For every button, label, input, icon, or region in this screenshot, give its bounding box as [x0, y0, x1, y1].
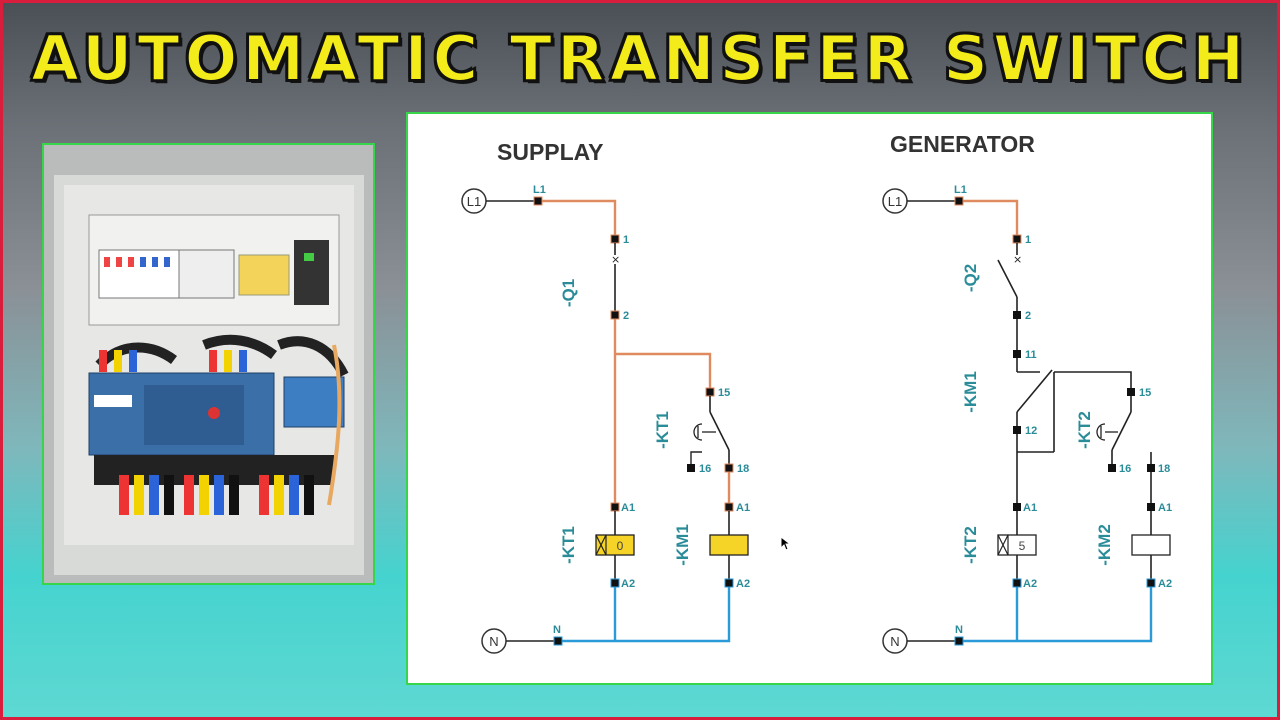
km2-coil	[1131, 534, 1171, 556]
km1-coil-a1	[724, 502, 734, 512]
km1-interlock-terminal-12	[1013, 426, 1021, 434]
kt1-coil	[595, 534, 635, 556]
kt2-coil-value: 5	[1019, 539, 1026, 553]
q2-label: -Q2	[961, 264, 980, 292]
supply-n-symbol-label: N	[489, 634, 498, 649]
ats-panel-photo	[42, 143, 375, 585]
supply-l1-symbol-label: L1	[467, 194, 481, 209]
kt1-terminal-16-label: 16	[699, 463, 711, 475]
generator-heading: GENERATOR	[890, 131, 1035, 157]
wiring-diagram-panel: SUPPLAY L1 L1 1 × -Q1 2 15 16 18	[406, 112, 1213, 685]
supply-neutral-wire	[558, 587, 731, 643]
q2-terminal-1	[1012, 234, 1022, 244]
kt1-coil-a1-label: A1	[621, 502, 635, 514]
kt1-coil-a1	[610, 502, 620, 512]
km1-interlock-terminal-11-label: 11	[1025, 349, 1037, 361]
kt1-contact-blade	[709, 411, 730, 451]
kt2-coil-a2	[1012, 578, 1022, 588]
generator-n-symbol-label: N	[890, 634, 899, 649]
generator-l1-terminal-label: L1	[954, 184, 967, 196]
km1-interlock-contact	[1016, 369, 1053, 413]
kt1-terminal-15	[705, 387, 715, 397]
supply-l1-terminal	[533, 196, 543, 206]
q2-breaker-x-icon: ×	[1013, 253, 1022, 266]
km1-interlock-terminal-12-label: 12	[1025, 425, 1037, 437]
q2-breaker-contact	[997, 259, 1018, 298]
kt1-coil-value: 0	[617, 539, 624, 553]
generator-n-terminal-label: N	[955, 624, 963, 636]
km2-coil-a2	[1146, 578, 1156, 588]
q1-terminal-1-label: 1	[623, 234, 629, 246]
wiring-diagram-svg: SUPPLAY L1 L1 1 × -Q1 2 15 16 18	[461, 131, 1172, 654]
generator-l1-symbol-label: L1	[888, 194, 902, 209]
mouse-pointer-icon	[780, 536, 792, 551]
q2-terminal-2-label: 2	[1025, 310, 1031, 322]
km1-coil-label: -KM1	[673, 524, 692, 566]
kt2-contact-label: -KT2	[1075, 411, 1094, 449]
kt2-terminal-16	[1108, 464, 1116, 472]
q2-terminal-2	[1013, 311, 1021, 319]
kt2-contact-blade	[1111, 411, 1132, 451]
kt1-coil-label: -KT1	[559, 526, 578, 564]
kt1-timer-icon	[693, 423, 703, 441]
supply-heading: SUPPLAY	[497, 139, 604, 165]
generator-n-terminal	[954, 636, 964, 646]
q1-label: -Q1	[559, 279, 578, 307]
supply-n-terminal-label: N	[553, 624, 561, 636]
supply-l1-terminal-label: L1	[533, 184, 546, 196]
kt2-terminal-15	[1127, 388, 1135, 396]
supply-phase-wire	[538, 199, 617, 239]
generator-l1-terminal	[954, 196, 964, 206]
kt2-coil-a2-label: A2	[1023, 578, 1037, 590]
kt2-coil	[997, 534, 1037, 556]
km2-coil-a1	[1147, 503, 1155, 511]
km1-coil-a2-label: A2	[736, 578, 750, 590]
kt1-coil-a2	[610, 578, 620, 588]
kt1-terminal-18-label: 18	[737, 463, 749, 475]
kt2-terminal-18	[1147, 464, 1155, 472]
km1-interlock-label: -KM1	[961, 371, 980, 413]
ats-panel-illustration	[44, 145, 373, 583]
kt1-terminal-15-label: 15	[718, 387, 730, 399]
q1-terminal-1	[610, 234, 620, 244]
generator-phase-wire	[959, 199, 1019, 239]
generator-neutral-wire	[959, 587, 1153, 643]
km1-interlock-terminal-11	[1013, 350, 1021, 358]
kt2-coil-a1-label: A1	[1023, 502, 1037, 514]
q1-terminal-2-label: 2	[623, 310, 629, 322]
kt2-terminal-18-label: 18	[1158, 463, 1170, 475]
kt1-coil-a2-label: A2	[621, 578, 635, 590]
kt2-terminal-15-label: 15	[1139, 387, 1151, 399]
page-title: AUTOMATIC TRANSFER SWITCH	[30, 21, 1250, 96]
kt1-terminal-16	[687, 464, 695, 472]
supply-n-terminal	[553, 636, 563, 646]
kt1-contact-label: -KT1	[653, 411, 672, 449]
km1-coil-a1-label: A1	[736, 502, 750, 514]
kt2-timer-icon	[1096, 423, 1106, 441]
kt1-terminal-18	[724, 463, 734, 473]
kt2-coil-label: -KT2	[961, 526, 980, 564]
kt2-coil-a1	[1013, 503, 1021, 511]
km2-coil-a2-label: A2	[1158, 578, 1172, 590]
km1-coil-a2	[724, 578, 734, 588]
km2-coil-label: -KM2	[1095, 524, 1114, 566]
q1-terminal-2	[610, 310, 620, 320]
km1-coil	[709, 534, 749, 556]
q2-terminal-1-label: 1	[1025, 234, 1031, 246]
q1-breaker-x-icon: ×	[611, 253, 620, 266]
kt2-terminal-16-label: 16	[1119, 463, 1131, 475]
km2-coil-a1-label: A1	[1158, 502, 1172, 514]
